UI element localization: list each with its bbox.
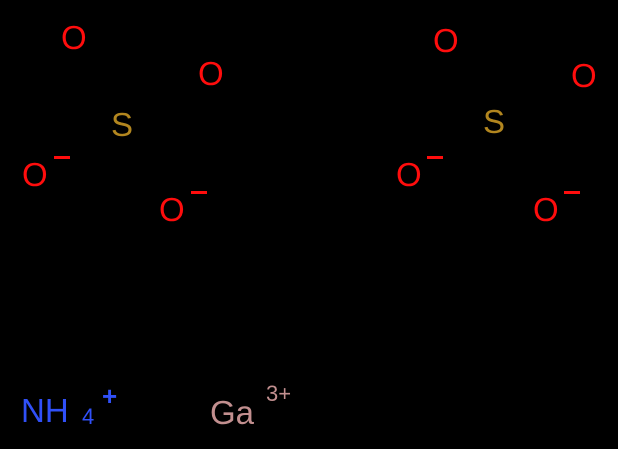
negative-charge-icon bbox=[191, 191, 207, 194]
oxygen-anion: O bbox=[396, 156, 422, 193]
gallium-symbol: Ga bbox=[210, 394, 255, 431]
oxygen-atom: O bbox=[61, 19, 87, 56]
oxygen-atom: O bbox=[198, 55, 224, 92]
oxygen-atom: O bbox=[571, 57, 597, 94]
positive-charge-icon: + bbox=[102, 381, 118, 411]
ammonium-symbol: NH bbox=[21, 392, 69, 429]
oxygen-atom: O bbox=[433, 22, 459, 59]
oxygen-anion: O bbox=[22, 156, 48, 193]
gallium-charge: 3+ bbox=[266, 381, 292, 406]
negative-charge-icon bbox=[427, 156, 443, 159]
oxygen-anion: O bbox=[533, 191, 559, 228]
sulfur-atom: S bbox=[483, 103, 506, 140]
sulfur-atom: S bbox=[111, 106, 134, 143]
negative-charge-icon bbox=[54, 156, 70, 159]
negative-charge-icon bbox=[564, 191, 580, 194]
oxygen-anion: O bbox=[159, 191, 185, 228]
ammonium-subscript: 4 bbox=[82, 404, 95, 429]
